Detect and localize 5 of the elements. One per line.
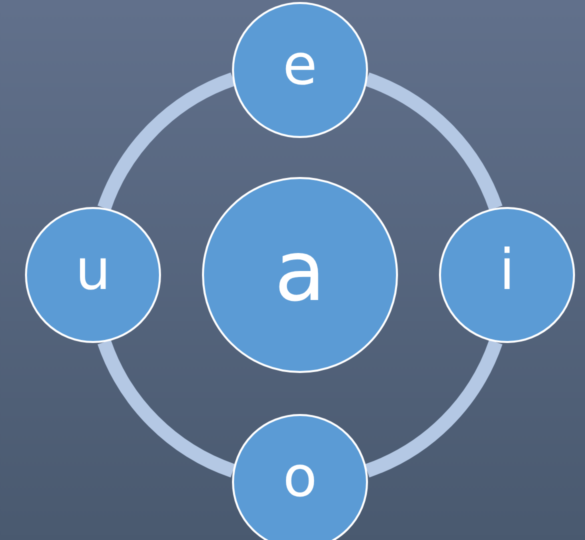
node-label: a: [274, 229, 326, 321]
node-label: i: [499, 243, 515, 305]
node-label: e: [282, 38, 318, 100]
node-label: o: [282, 450, 318, 512]
node-label: u: [75, 243, 111, 305]
